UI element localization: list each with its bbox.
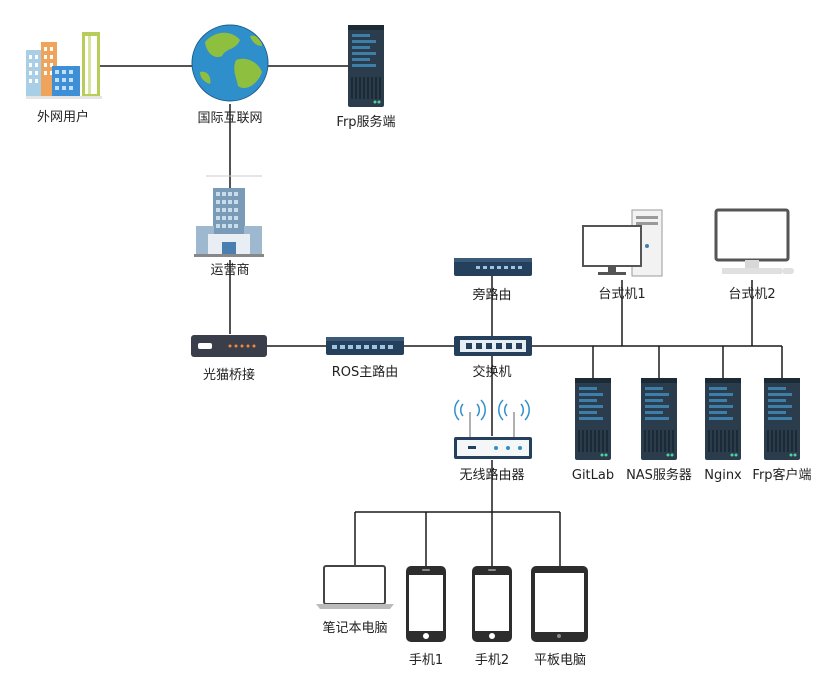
tablet-icon [531,566,588,642]
external-users-icon [26,32,102,99]
external-users-label: 外网用户 [37,109,89,125]
isp-label: 运营商 [210,263,249,278]
switch-icon [454,336,532,356]
frp-client-server-icon [764,378,800,460]
desktop2-icon [714,208,794,274]
frp-server-label: Frp服务端 [336,114,395,130]
isp-building-icon [194,175,264,257]
modem-bridge-label: 光猫桥接 [203,367,255,383]
connection-lines [100,65,783,566]
gitlab-server-icon [575,378,611,460]
nginx-label: Nginx [704,468,742,483]
desktop1-icon [582,209,663,277]
desktop2-label: 台式机2 [728,287,775,302]
switch-label: 交换机 [472,364,511,380]
nas-server-label: NAS服务器 [626,467,692,483]
wireless-router-label: 无线路由器 [459,467,524,483]
wireless-router-icon [454,399,532,459]
ros-router-icon [326,337,404,355]
bypass-router-label: 旁路由 [472,287,511,303]
nas-server-icon [641,378,677,460]
laptop-icon [316,565,394,609]
frp-client-label: Frp客户端 [752,467,811,483]
phone2-icon [472,566,512,642]
phone1-label: 手机1 [409,653,443,668]
frp-server-icon [348,25,384,107]
ros-router-label: ROS主路由 [332,364,399,380]
desktop1-label: 台式机1 [598,287,645,302]
gitlab-label: GitLab [572,468,614,483]
nginx-server-icon [705,378,741,460]
internet-globe-icon [191,24,269,102]
laptop-label: 笔记本电脑 [322,620,387,636]
internet-label: 国际互联网 [197,111,262,126]
modem-bridge-icon [191,335,267,357]
bypass-router-icon [454,258,532,276]
tablet-label: 平板电脑 [534,653,586,668]
phone2-label: 手机2 [475,653,509,668]
phone1-icon [406,566,446,642]
